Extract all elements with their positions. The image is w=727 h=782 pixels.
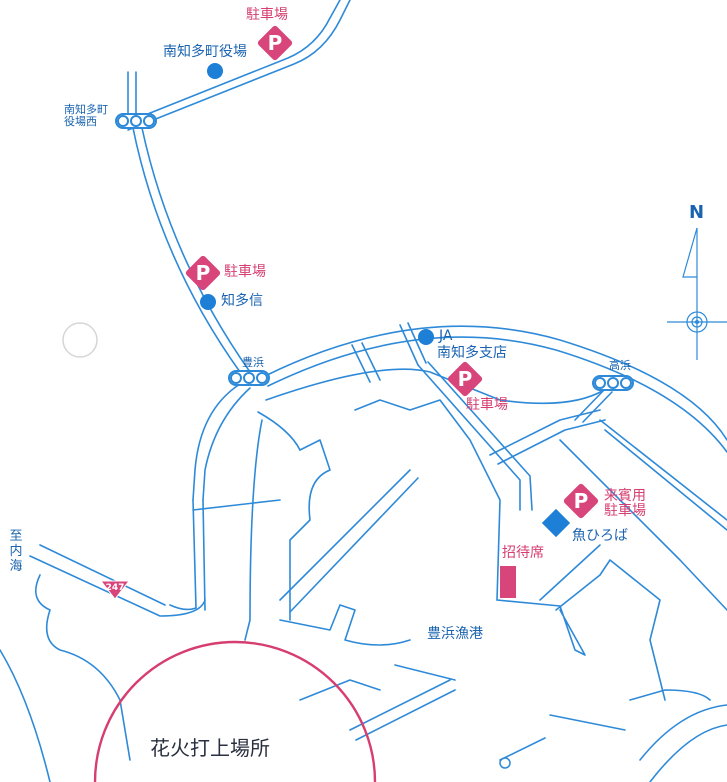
road-cross bbox=[192, 499, 281, 511]
place-dot-icon bbox=[418, 329, 434, 345]
road-townhall-north-b bbox=[127, 0, 351, 131]
harbor-outline-2 bbox=[244, 419, 263, 641]
harbor-outline-3 bbox=[279, 604, 411, 646]
harbor-south-1 bbox=[299, 679, 381, 701]
parking-icon: P bbox=[562, 482, 600, 520]
coast-west bbox=[34, 574, 131, 761]
road-takahama-s2 bbox=[582, 391, 613, 423]
label-to-inland-sea: 至内海 bbox=[9, 529, 23, 574]
road-east-1 bbox=[489, 409, 601, 456]
road-block-1 bbox=[351, 344, 371, 383]
compass-north-label: N bbox=[689, 202, 705, 223]
road-spur bbox=[257, 411, 301, 451]
label-toyohama-port: 豊浜漁港 bbox=[427, 626, 483, 642]
road-main-ns-b bbox=[141, 127, 251, 373]
road-coastal-outer-b bbox=[267, 336, 727, 453]
traffic-signal-icon bbox=[228, 370, 270, 386]
route-number: 247 bbox=[105, 583, 125, 593]
road-takahama-s bbox=[574, 389, 605, 421]
pier-6 bbox=[549, 714, 626, 731]
pier-4 bbox=[349, 679, 451, 731]
route-shield-icon: 247 bbox=[100, 580, 130, 600]
road-ja-south-b bbox=[427, 361, 533, 511]
label-toyohama-signal: 豊浜 bbox=[242, 356, 264, 369]
parking-icon: P bbox=[446, 360, 484, 398]
road-west-3 bbox=[169, 499, 197, 611]
road-247-a bbox=[39, 544, 166, 606]
parking-icon: P bbox=[256, 24, 294, 62]
fireworks-area-circle bbox=[93, 640, 377, 782]
pier-4c bbox=[394, 664, 456, 681]
label-uohiroba: 魚ひろば bbox=[572, 528, 628, 544]
traffic-signal-icon bbox=[115, 113, 157, 129]
label-ja: JA bbox=[439, 328, 453, 344]
parking-icon: P bbox=[184, 254, 222, 292]
pier-7 bbox=[629, 689, 711, 701]
coast-se-1 bbox=[639, 704, 727, 761]
label-ja-branch: 南知多支店 bbox=[437, 345, 507, 361]
harbor-east bbox=[555, 559, 666, 701]
margin-circle bbox=[62, 322, 98, 358]
road-east-inner bbox=[559, 439, 727, 611]
road-west-1 bbox=[192, 383, 241, 501]
pier-5 bbox=[499, 737, 546, 761]
pier-end-circle bbox=[499, 757, 511, 769]
road-coastal-outer bbox=[264, 325, 727, 441]
label-chitashin: 知多信 bbox=[221, 293, 263, 309]
coast-se-2 bbox=[649, 724, 727, 782]
label-chitashin-parking: 駐車場 bbox=[224, 264, 266, 280]
road-247-b bbox=[29, 555, 206, 617]
pier-2 bbox=[496, 599, 586, 656]
road-main-ns bbox=[132, 127, 241, 373]
road-inner bbox=[265, 368, 605, 405]
label-ja-parking: 駐車場 bbox=[466, 397, 508, 413]
label-vip-parking: 来賓用 駐車場 bbox=[604, 488, 646, 519]
road-ja-south bbox=[417, 364, 521, 511]
road-west-2 bbox=[202, 387, 251, 501]
road-east-coast bbox=[599, 419, 727, 521]
traffic-signal-icon bbox=[592, 375, 634, 391]
label-invited-seats: 招待席 bbox=[502, 545, 544, 561]
invited-seats-marker bbox=[500, 566, 516, 598]
harbor-outline-4 bbox=[354, 399, 501, 601]
pier-4b bbox=[355, 689, 456, 741]
label-townhall-parking: 駐車場 bbox=[246, 7, 288, 23]
label-takahama-signal: 高浜 bbox=[609, 359, 631, 372]
place-dot-icon bbox=[200, 294, 216, 310]
coast-sw bbox=[0, 649, 51, 782]
pier-1b bbox=[289, 477, 419, 613]
place-dot-icon bbox=[207, 63, 223, 79]
label-town-hall: 南知多町役場 bbox=[163, 44, 247, 60]
road-west-4 bbox=[202, 499, 206, 611]
road-east-coast-b bbox=[604, 429, 727, 531]
harbor-outline-1 bbox=[289, 439, 331, 621]
road-townhall-north bbox=[119, 0, 341, 126]
road-block-2 bbox=[361, 342, 381, 381]
pier-1 bbox=[279, 469, 411, 601]
road-east-2 bbox=[497, 419, 606, 465]
road-block-4 bbox=[407, 322, 427, 364]
compass-icon bbox=[667, 227, 727, 360]
road-block-3 bbox=[399, 324, 419, 366]
label-fireworks-site: 花火打上場所 bbox=[150, 736, 270, 760]
pier-3 bbox=[539, 544, 601, 601]
label-townhall-west: 南知多町 役場西 bbox=[64, 103, 108, 128]
